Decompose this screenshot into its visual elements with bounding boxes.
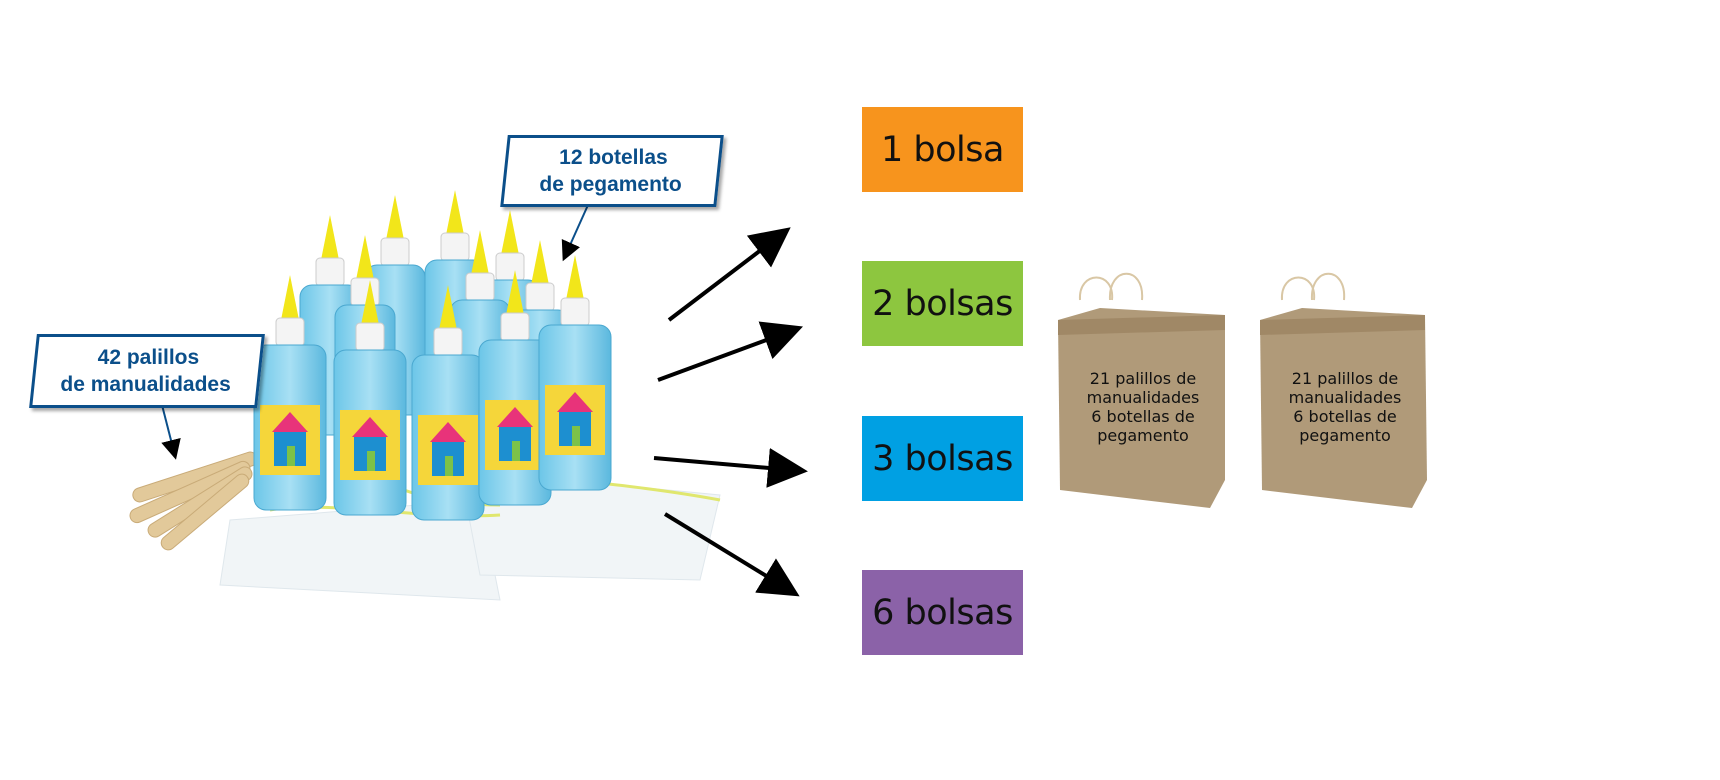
callout-pointer <box>161 404 181 460</box>
glue-bottle <box>411 285 485 521</box>
arrow-to-3-bolsas <box>653 447 808 488</box>
option-2-bolsas: 2 bolsas <box>862 261 1023 346</box>
bag-line: 6 botellas de <box>1091 407 1195 426</box>
option-3-bolsas: 3 bolsas <box>862 416 1023 501</box>
arrow-to-1-bolsa <box>667 227 791 322</box>
craft-sticks-image <box>129 451 258 551</box>
glue-bottle <box>538 255 612 491</box>
glue-bottle <box>253 275 327 511</box>
craft-sticks-callout: 42 palillos de manualidades <box>29 334 265 408</box>
bag-line: 21 palillos de <box>1291 369 1399 388</box>
callout-line: de pegamento <box>539 173 682 196</box>
callout-line: 12 botellas <box>559 146 668 169</box>
callout-line: 42 palillos <box>97 346 200 369</box>
glue-bottle <box>478 270 552 506</box>
option-6-bolsas: 6 bolsas <box>862 570 1023 655</box>
paper-bag-image <box>1058 272 1225 508</box>
bag-line: 21 palillos de <box>1089 369 1197 388</box>
bag-line: pegamento <box>1097 426 1189 445</box>
bag-2-contents: 21 palillos de manualidades 6 botellas d… <box>1260 369 1430 445</box>
glue-bottles-image <box>253 190 612 521</box>
bag-line: 6 botellas de <box>1293 407 1397 426</box>
bag-1-contents: 21 palillos de manualidades 6 botellas d… <box>1058 369 1228 445</box>
callout-pointer <box>561 204 589 262</box>
glue-bottle <box>333 280 407 516</box>
callout-line: de manualidades <box>60 373 231 396</box>
bag-line: manualidades <box>1288 388 1402 407</box>
arrow-to-2-bolsas <box>657 321 804 382</box>
option-1-bolsa: 1 bolsa <box>862 107 1023 192</box>
bag-line: manualidades <box>1086 388 1200 407</box>
arrow-to-6-bolsas <box>663 512 800 597</box>
paper-bag-image <box>1260 272 1427 508</box>
glue-bottles-callout: 12 botellas de pegamento <box>500 135 724 207</box>
bag-line: pegamento <box>1299 426 1391 445</box>
